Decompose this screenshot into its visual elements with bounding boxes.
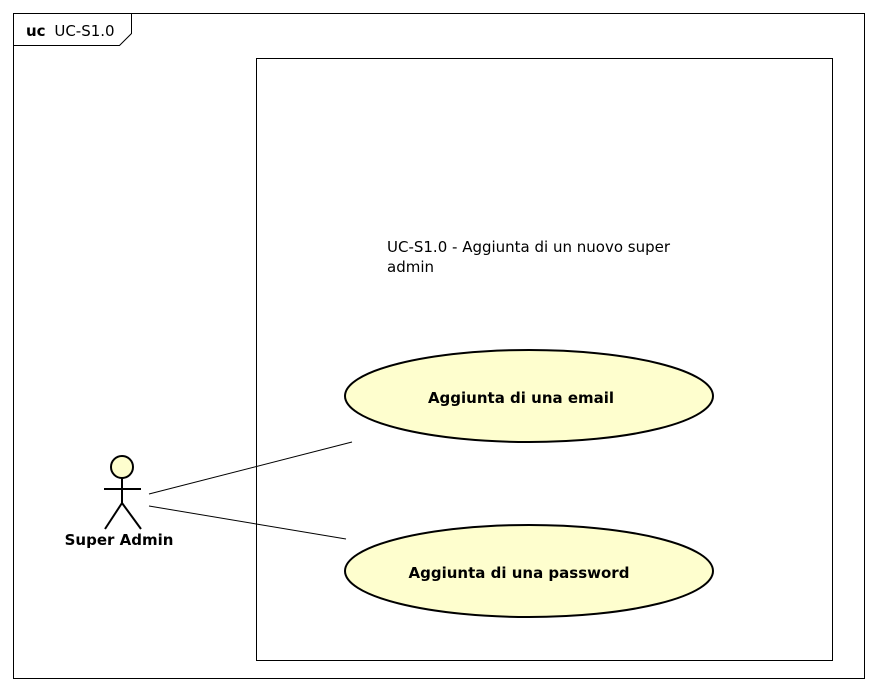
use-case-email[interactable]: Aggiunta di una email [344,349,714,443]
actor-right-leg [121,502,142,530]
system-title-line2: admin [387,258,434,276]
use-case-email-ellipse [344,349,714,443]
actor-name: Super Admin [65,531,174,549]
frame-tab [13,13,132,46]
frame-title: uc UC-S1.0 [26,22,115,40]
association-password [148,505,347,540]
use-case-password[interactable]: Aggiunta di una password [344,524,714,618]
use-case-email-label: Aggiunta di una email [428,389,614,407]
use-case-password-label: Aggiunta di una password [409,564,630,582]
frame-name: UC-S1.0 [54,22,114,40]
actor-head [110,455,134,479]
actor-super-admin[interactable]: Super Admin [65,455,174,549]
system-title-line1: UC-S1.0 - Aggiunta di un nuovo super [387,238,671,256]
association-email [148,441,353,495]
frame-keyword: uc [26,22,46,40]
use-case-password-ellipse [344,524,714,618]
actor-left-leg [104,502,123,530]
